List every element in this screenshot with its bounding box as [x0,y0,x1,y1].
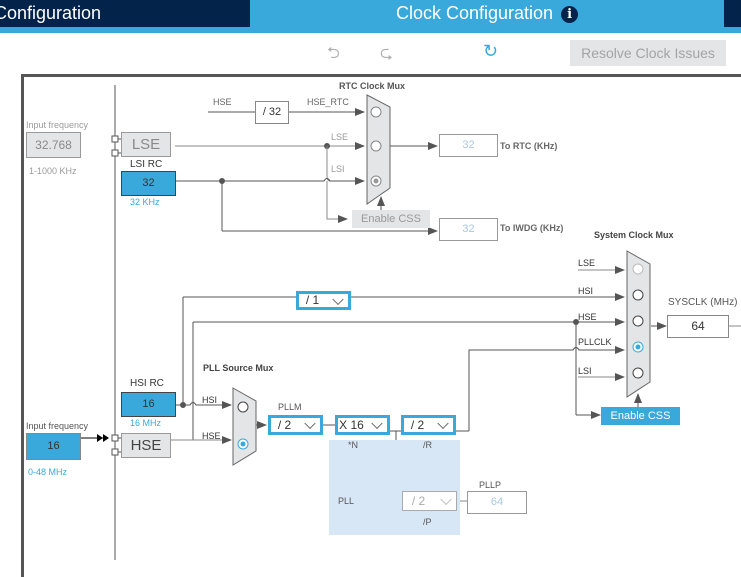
chevron-down-icon [437,417,449,430]
tab-label: Configuration [0,3,102,23]
select-value: / 2 [277,418,292,432]
pllr-label: /R [423,440,432,450]
select-value: / 2 [410,418,425,432]
pllm-select[interactable]: / 2 [268,415,323,435]
hse-rtc-divider: / 32 [255,101,289,124]
pll-mux-hse-label: HSE [202,431,221,441]
pllp-div-label: /P [423,517,432,527]
rtc-enable-css-button[interactable]: Enable CSS [352,210,430,228]
to-rtc-label: To RTC (KHz) [500,141,558,151]
radio-selected-dot [635,344,641,350]
radio-selected-dot [373,178,379,184]
chevron-down-icon [371,417,383,430]
sysclk-value[interactable]: 64 [667,315,729,338]
hsi-rc-value: 16 [121,392,176,417]
sys-mux-option-lsi[interactable] [632,367,644,379]
pllr-select[interactable]: / 2 [401,415,456,435]
hse-rtc-label: HSE_RTC [307,97,349,107]
pll-mux-option-hsi[interactable] [237,401,249,413]
lse-input-frequency-label: Input frequency [26,120,89,130]
system-clock-mux-title: System Clock Mux [594,230,674,240]
hse-input-frequency-field[interactable]: 16 [26,433,81,460]
rtc-lsi-label: LSI [331,164,345,174]
to-rtc-value: 32 [439,134,498,157]
refresh-icon[interactable]: ↻ [483,41,499,61]
redo-icon[interactable]: ⮎ [380,45,393,62]
to-iwdg-label: To IWDG (KHz) [500,223,564,233]
pll-source-mux [232,387,257,466]
clock-tree-wires [80,85,741,560]
undo-icon[interactable]: ⮌ [327,45,340,62]
hse-range-label: 0-48 MHz [28,467,68,477]
resolve-clock-issues-button[interactable]: Resolve Clock Issues [570,40,726,66]
rtc-clock-mux [366,94,391,205]
clock-tree-panel [21,74,741,577]
tab-next[interactable] [725,0,741,27]
tab-label: Clock Configuration [395,3,554,23]
sys-input-pllclk: PLLCLK [578,337,612,347]
rtc-lse-label: LSE [331,132,349,142]
rtc-mux-option-lse[interactable] [370,140,382,152]
rtc-clock-mux-title: RTC Clock Mux [339,81,406,91]
sys-input-lsi: LSI [578,366,592,376]
sysclk-label: SYSCLK (MHz) [668,297,738,308]
select-value: / 2 [411,494,426,508]
sys-mux-option-lse[interactable] [632,263,644,275]
tab-accent-bar [0,27,741,33]
rtc-hse-label: HSE [213,97,232,107]
pllm-label: PLLM [278,402,302,412]
plln-select[interactable]: X 16 [335,415,390,435]
pll-area [329,440,460,535]
sys-input-hse: HSE [578,312,597,322]
sys-input-hsi: HSI [578,286,594,296]
radio-selected-dot [240,441,246,447]
pll-mux-hsi-label: HSI [202,395,218,405]
tab-clock-configuration[interactable]: Clock Configuration i [250,0,724,27]
tab-pinout-configuration[interactable]: Configuration [0,0,248,27]
select-value: / 1 [305,293,320,307]
chevron-down-icon [440,493,452,506]
pllp-label: PLLP [479,480,502,490]
hse-source-box: HSE [121,433,171,458]
chevron-down-icon [332,293,344,305]
sys-mux-option-hse[interactable] [632,315,644,327]
system-clock-mux [626,250,651,398]
lse-source-box: LSE [121,132,171,157]
lsi-rc-value: 32 [121,171,176,196]
hsi-sysclk-divider-select[interactable]: / 1 [296,291,351,310]
lsi-rc-title: LSI RC [130,159,163,170]
lsi-rc-unit: 32 KHz [130,197,160,207]
to-iwdg-value: 32 [439,218,498,241]
lse-input-frequency-field[interactable]: 32.768 [26,132,81,158]
hsi-rc-unit: 16 MHz [130,418,162,428]
pllp-value: 64 [467,491,527,514]
pllp-divider-select[interactable]: / 2 [402,491,457,511]
lse-range-label: 1-1000 KHz [29,166,77,176]
chevron-down-icon [304,417,316,430]
hse-input-frequency-label: Input frequency [26,421,89,431]
info-icon[interactable]: i [561,6,579,23]
sys-enable-css-button[interactable]: Enable CSS [601,407,680,425]
pll-label: PLL [338,496,355,506]
select-value: X 16 [339,418,364,432]
plln-label: *N [348,440,359,450]
pll-source-mux-title: PLL Source Mux [203,363,274,373]
sys-mux-option-hsi[interactable] [632,289,644,301]
rtc-mux-option-hse-rtc[interactable] [370,106,382,118]
hsi-rc-title: HSI RC [130,378,164,389]
sys-input-lse: LSE [578,258,596,268]
